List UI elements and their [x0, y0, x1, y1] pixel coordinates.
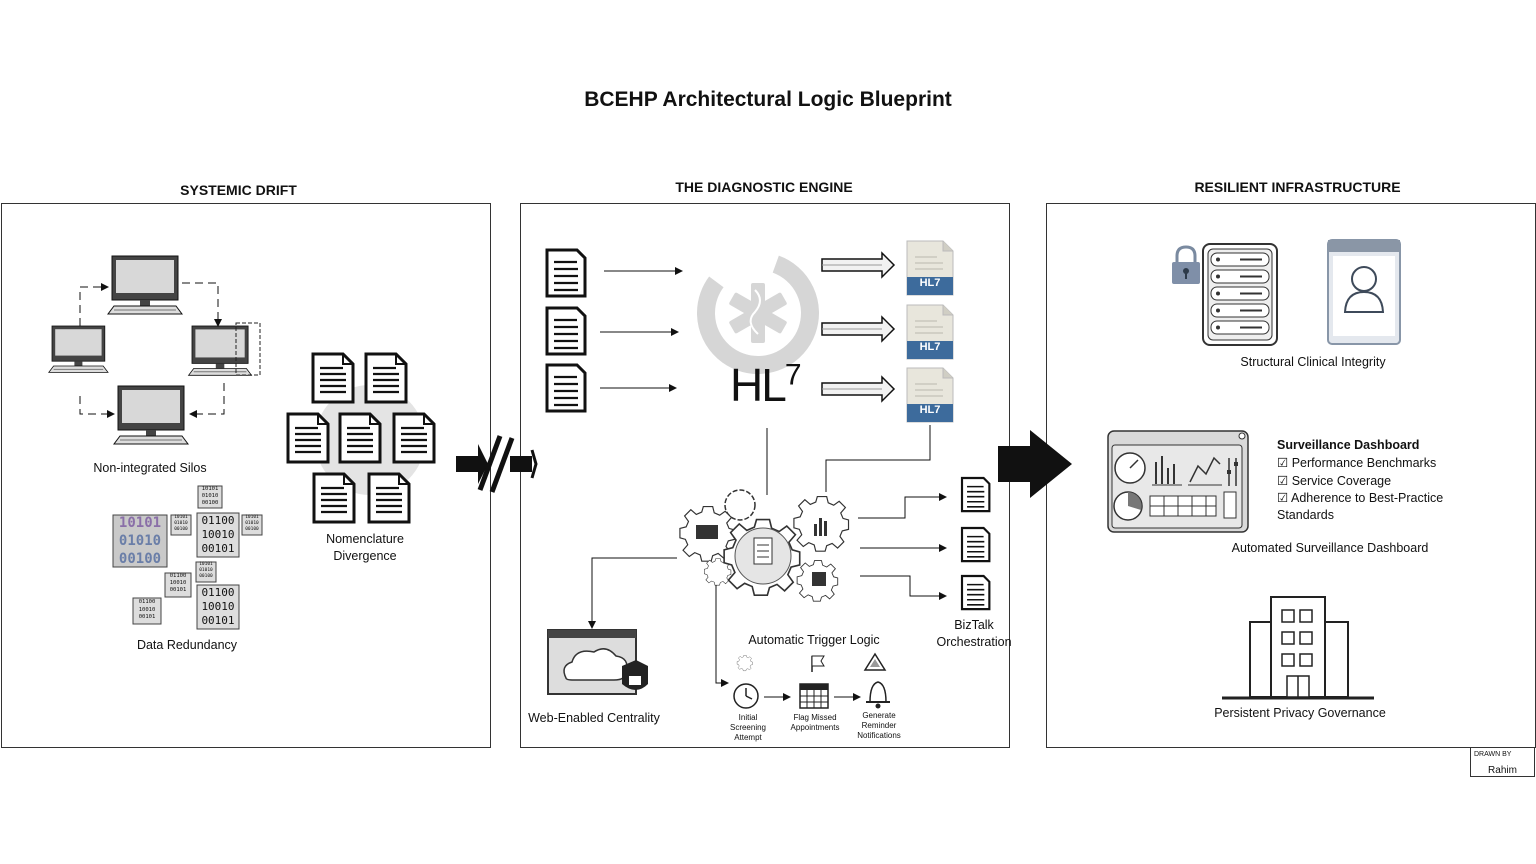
- hl7-logo-text: HL7: [730, 358, 801, 411]
- building-icon: [1222, 596, 1374, 700]
- binary-block-small: 10101 01010 00100: [245, 515, 259, 532]
- diagram-title: BCEHP Architectural Logic Blueprint: [584, 88, 952, 111]
- clock-icon: [733, 683, 759, 709]
- biztalk-orchestration-label: BizTalk Orchestration: [936, 618, 1012, 649]
- dashboard-heading: Surveillance Dashboard: [1277, 438, 1420, 452]
- calendar-icon: [799, 683, 829, 709]
- structural-clinical-integrity-label: Structural Clinical Integrity: [1240, 355, 1386, 369]
- column-header-diagnostic-engine: THE DIAGNOSTIC ENGINE: [675, 179, 853, 195]
- binary-block-small: 01100 10010 00101: [138, 599, 156, 620]
- hl7-logo-icon: [697, 252, 819, 374]
- binary-block-small: 01100 10010 00101: [169, 573, 187, 593]
- hl7-document-label: HL7: [919, 341, 941, 353]
- column-header-resilient-infrastructure: RESILIENT INFRASTRUCTURE: [1194, 179, 1401, 195]
- step-initial-screening-label: Initial Screening Attempt: [729, 713, 767, 742]
- data-redundancy-label: Data Redundancy: [136, 638, 238, 652]
- automated-surveillance-dashboard-label: Automated Surveillance Dashboard: [1231, 541, 1429, 555]
- user-profile-icon: [1327, 239, 1401, 345]
- checkbox-checked-icon: ☑: [1277, 456, 1289, 470]
- big-right-arrow-icon: [998, 430, 1072, 498]
- dashboard-item: ☑ Performance Benchmarks: [1277, 456, 1437, 470]
- dashboard-item: ☑ Adherence to Best-Practice Standards: [1277, 491, 1444, 522]
- step-flag-missed-label: Flag Missed Appointments: [790, 713, 840, 732]
- automatic-trigger-logic-label: Automatic Trigger Logic: [748, 633, 880, 647]
- drawn-by-name: Rahim: [1488, 765, 1517, 776]
- drawn-by-caption: DRAWN BY: [1474, 751, 1512, 758]
- warning-icon: [863, 652, 887, 671]
- persistent-privacy-governance-label: Persistent Privacy Governance: [1214, 706, 1386, 720]
- binary-block-small: 10101 01010 00100: [201, 486, 219, 506]
- column-header-systemic-drift: SYSTEMIC DRIFT: [180, 182, 297, 198]
- gear-cluster-icon: [679, 489, 850, 602]
- binary-block-medium: 01100 10010 00101: [201, 514, 235, 555]
- binary-block-large: 10101 01010 00100: [118, 515, 162, 567]
- hl7-document-label: HL7: [919, 404, 941, 416]
- binary-block-small: 10101 01010 00100: [199, 562, 213, 579]
- broken-connection-icon: [456, 435, 538, 493]
- dashboard-icon: [1107, 430, 1249, 533]
- drawn-by-stamp: DRAWN BY Rahim: [1470, 747, 1535, 777]
- nomenclature-divergence-label: Nomenclature Divergence: [326, 532, 404, 563]
- web-enabled-centrality-label: Web-Enabled Centrality: [528, 711, 660, 725]
- bell-icon: [866, 681, 890, 709]
- checkbox-checked-icon: ☑: [1277, 491, 1289, 505]
- binary-block-medium: 01100 10010 00101: [201, 586, 235, 627]
- step-generate-reminder-label: Generate Reminder Notifications: [857, 711, 901, 740]
- web-cloud-lock-icon: [547, 629, 648, 695]
- server-icon: [1202, 243, 1278, 346]
- checkbox-checked-icon: ☑: [1277, 474, 1289, 488]
- non-integrated-silos-label: Non-integrated Silos: [93, 461, 207, 475]
- lock-icon: [1172, 245, 1200, 284]
- flag-icon: [811, 655, 825, 672]
- surveillance-dashboard-list: Surveillance Dashboard ☑ Performance Ben…: [1277, 436, 1477, 524]
- dashboard-item: ☑ Service Coverage: [1277, 474, 1392, 488]
- hl7-document-label: HL7: [919, 277, 941, 289]
- binary-block-small: 10101 01010 00100: [174, 515, 188, 532]
